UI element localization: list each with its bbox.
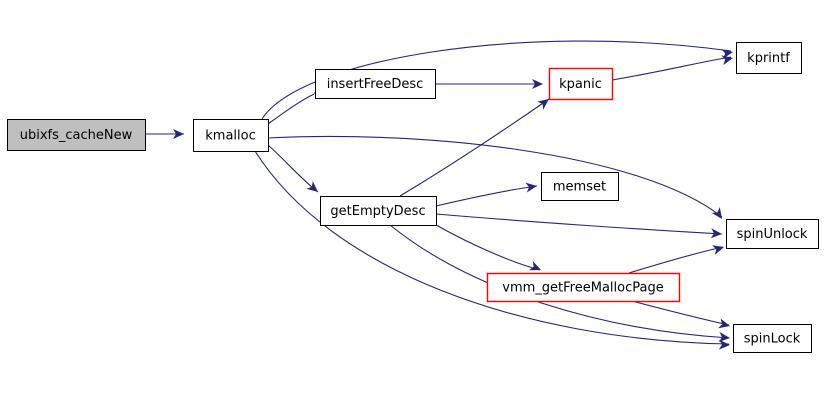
node-kpanic[interactable]: kpanic	[548, 67, 614, 101]
arrowhead-icon	[537, 99, 549, 110]
node-kprintf[interactable]: kprintf	[736, 42, 802, 74]
arrowhead-icon	[528, 261, 541, 271]
node-label-spinUnlock: spinUnlock	[737, 227, 808, 242]
edge-getEmptyDesc-to-spinLock	[389, 224, 730, 339]
arrowhead-icon	[525, 182, 537, 193]
node-box-vmm_getFreeMallocPage[interactable]	[486, 272, 681, 303]
node-vmm_getFreeMallocPage[interactable]: vmm_getFreeMallocPage	[486, 272, 681, 303]
arrowhead-icon	[712, 245, 724, 255]
edge-kmalloc-to-getEmptyDesc	[267, 144, 319, 193]
node-box-getEmptyDesc[interactable]	[320, 196, 437, 226]
node-getEmptyDesc[interactable]: getEmptyDesc	[320, 196, 437, 226]
edge-getEmptyDesc-to-vmm_getFreeMallocPage	[435, 224, 541, 271]
node-box-memset[interactable]	[541, 172, 619, 201]
node-label-kpanic: kpanic	[559, 77, 602, 92]
node-spinLock[interactable]: spinLock	[733, 324, 812, 353]
edge-vmm_getFreeMallocPage-to-spinLock	[631, 300, 730, 326]
node-box-kmalloc[interactable]	[193, 119, 269, 152]
node-label-getEmptyDesc: getEmptyDesc	[330, 204, 425, 219]
edge-kmalloc-to-spinUnlock	[267, 135, 723, 218]
arrowhead-icon	[718, 332, 730, 343]
node-layer: ubixfs_cacheNew kmalloc insertFreeDesc kpan…	[7, 42, 819, 353]
node-label-memset: memset	[553, 180, 606, 195]
node-memset[interactable]: memset	[541, 172, 619, 201]
node-label-ubixfs_cacheNew: ubixfs_cacheNew	[20, 128, 133, 143]
edge-kmalloc-to-insertFreeDesc	[267, 93, 315, 125]
node-insertFreeDesc[interactable]: insertFreeDesc	[315, 69, 436, 99]
node-label-insertFreeDesc: insertFreeDesc	[327, 77, 424, 92]
node-box-spinUnlock[interactable]	[726, 219, 819, 249]
node-label-vmm_getFreeMallocPage: vmm_getFreeMallocPage	[502, 281, 663, 296]
node-label-spinLock: spinLock	[744, 332, 801, 347]
arrowhead-icon	[173, 129, 184, 139]
node-box-insertFreeDesc[interactable]	[315, 69, 436, 99]
arrowhead-icon	[306, 181, 318, 192]
arrowhead-icon	[718, 339, 730, 350]
edge-getEmptyDesc-to-kpanic	[399, 98, 550, 197]
node-spinUnlock[interactable]: spinUnlock	[726, 219, 819, 249]
edge-kmalloc-to-spinLock	[254, 150, 730, 345]
arrowhead-icon	[718, 318, 730, 329]
arrowhead-icon	[710, 228, 722, 239]
node-box-spinLock[interactable]	[733, 324, 812, 353]
node-label-kmalloc: kmalloc	[205, 129, 255, 144]
edge-kpanic-to-kprintf	[611, 56, 732, 81]
arrowhead-icon	[532, 79, 543, 89]
arrowhead-icon	[721, 55, 733, 66]
edge-layer	[145, 40, 732, 345]
arrowhead-icon	[711, 207, 722, 219]
node-ubixfs_cacheNew[interactable]: ubixfs_cacheNew	[7, 119, 146, 151]
edge-getEmptyDesc-to-spinUnlock	[435, 213, 723, 235]
node-box-ubixfs_cacheNew[interactable]	[7, 119, 146, 151]
node-label-kprintf: kprintf	[747, 51, 790, 66]
edge-vmm_getFreeMallocPage-to-spinUnlock	[628, 246, 724, 274]
edge-getEmptyDesc-to-memset	[435, 185, 538, 207]
node-box-kpanic[interactable]	[548, 67, 614, 101]
edge-kmalloc-to-kprintf	[261, 40, 732, 120]
node-kmalloc[interactable]: kmalloc	[193, 119, 269, 152]
arrowhead-layer	[173, 48, 733, 350]
node-box-kprintf[interactable]	[736, 42, 802, 74]
